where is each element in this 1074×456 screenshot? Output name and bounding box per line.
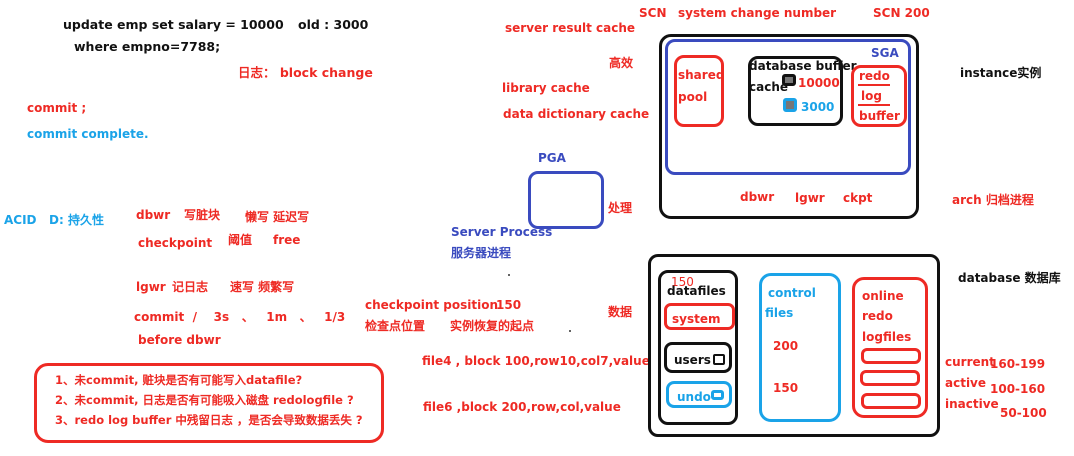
sga-box (665, 39, 911, 175)
process-ckpt: ckpt (843, 191, 873, 205)
lgwr-before-dbwr: before dbwr (138, 333, 221, 347)
system-tablespace-label: system (672, 312, 721, 326)
shared-pool-box (674, 55, 724, 127)
database-buffer-cache-box (748, 56, 843, 126)
arch-process-label: arch 归档进程 (952, 193, 1034, 207)
online-redo-logfiles-box (852, 277, 928, 418)
log-state-active: active (945, 376, 987, 390)
datafiles-label: datafiles (667, 284, 726, 298)
undo-block-icon (711, 390, 724, 400)
instance-label: instance实例 (960, 66, 1042, 80)
redo-buffer-divider (858, 84, 890, 86)
acid-durability: D: 持久性 (49, 213, 104, 227)
question-1: 1、未commit, 赃块是否有可能写入datafile? (55, 373, 303, 387)
online-redo-label-1: online (862, 289, 904, 303)
lgwr-label: lgwr (136, 280, 166, 294)
redo-log-group-active (860, 370, 920, 386)
old-salary-value: 3000 (801, 100, 835, 114)
scn-meaning: system change number (678, 6, 837, 20)
log-block-change-note: 日志： block change (238, 65, 373, 80)
redo-buffer-label-3: buffer (859, 109, 900, 123)
online-redo-label-3: logfiles (862, 330, 912, 344)
server-process-label: Server Process (451, 225, 553, 239)
database-label: database 数据库 (958, 271, 1061, 285)
redo-log-group-current (861, 348, 921, 364)
dbwr-label: dbwr (136, 208, 171, 222)
file6-block-note: file6 ,block 200,row,col,value (423, 400, 621, 414)
old-value-note: old : 3000 (298, 17, 369, 32)
undo-tablespace-box (666, 381, 732, 408)
sql-update-line: update emp set salary = 10000 (63, 17, 284, 32)
users-tablespace-label: users (674, 353, 711, 367)
stray-dot (569, 330, 571, 332)
process-note: 处理 (608, 201, 633, 215)
online-redo-label-2: redo (862, 309, 893, 323)
data-note: 数据 (608, 305, 633, 319)
commit-statement: commit ; (27, 101, 87, 115)
control-files-label-2: files (765, 306, 794, 320)
instance-recovery-start: 实例恢复的起点 (450, 319, 535, 333)
dbwr-free: free (273, 233, 301, 247)
control-files-label-1: control (768, 286, 816, 300)
checkpoint-position-label: checkpoint position (365, 298, 499, 312)
log-range-current: 160-199 (990, 357, 1046, 371)
checkpoint-position-cn: 检查点位置 (365, 319, 426, 333)
commit-complete-message: commit complete. (27, 127, 149, 141)
file4-block-note: file4 , block 100,row10,col7,value (422, 354, 650, 368)
redo-buffer-label-2: log (861, 89, 882, 103)
question-2: 2、未commit, 日志是否有可能吸入磁盘 redologfile ? (55, 393, 354, 407)
lgwr-record-log: 记日志 (172, 280, 209, 294)
buffer-cache-label-1: database buffer (749, 59, 857, 73)
shared-pool-label-1: shared (678, 68, 725, 82)
shared-pool-label-2: pool (678, 90, 708, 104)
lgwr-commit-rule: commit / 3s 、 1m 、 1/3 (134, 310, 346, 324)
stray-dot (508, 274, 510, 276)
datafiles-scn: 150 (671, 275, 694, 289)
checkpoint-position-value: 150 (496, 298, 522, 312)
dbwr-lazy-write: 懒写 延迟写 (245, 210, 310, 224)
scn-current-value: SCN 200 (873, 6, 930, 20)
control-file-scn-200: 200 (773, 339, 799, 353)
log-state-current: current (945, 355, 995, 369)
database-box (648, 254, 940, 437)
scn-label: SCN (639, 6, 667, 20)
library-cache: library cache (502, 81, 590, 95)
acid-label: ACID (4, 213, 37, 227)
pga-label: PGA (538, 151, 566, 165)
dirty-block-icon (782, 74, 796, 86)
new-salary-value: 10000 (798, 76, 840, 90)
buffer-cache-label-2: cache (749, 80, 789, 94)
server-result-cache: server result cache (505, 21, 636, 35)
sga-label: SGA (871, 46, 899, 60)
questions-box (34, 363, 384, 443)
redo-buffer-divider (858, 104, 890, 106)
efficient-note: 高效 (609, 56, 634, 70)
log-state-inactive: inactive (945, 397, 999, 411)
lgwr-fast-write: 速写 频繁写 (230, 280, 295, 294)
redo-log-group-inactive (861, 393, 921, 409)
redo-log-buffer-box (851, 65, 907, 127)
system-tablespace-box (664, 303, 735, 330)
question-3: 3、redo log buffer 中残留日志 ，是否会导致数据丢失 ? (55, 413, 363, 427)
sql-where-line: where empno=7788; (74, 39, 221, 54)
process-dbwr: dbwr (740, 190, 775, 204)
control-file-scn-150: 150 (773, 381, 799, 395)
dbwr-checkpoint: checkpoint (138, 236, 213, 250)
server-process-cn-label: 服务器进程 (451, 246, 512, 260)
dbwr-threshold: 阈值 (228, 233, 253, 247)
undo-tablespace-label: undo (677, 390, 711, 404)
datafiles-box (658, 270, 738, 425)
data-dictionary-cache: data dictionary cache (503, 107, 650, 121)
instance-box (659, 34, 919, 219)
clean-block-icon (783, 98, 797, 112)
log-range-inactive: 50-100 (1000, 406, 1047, 420)
process-lgwr: lgwr (795, 191, 825, 205)
users-block-icon (713, 354, 725, 365)
users-tablespace-box (664, 342, 732, 373)
redo-buffer-label-1: redo (859, 69, 890, 83)
dbwr-write-dirty: 写脏块 (184, 208, 221, 222)
log-range-active: 100-160 (990, 382, 1046, 396)
pga-box (528, 171, 604, 229)
control-files-box (759, 273, 841, 422)
